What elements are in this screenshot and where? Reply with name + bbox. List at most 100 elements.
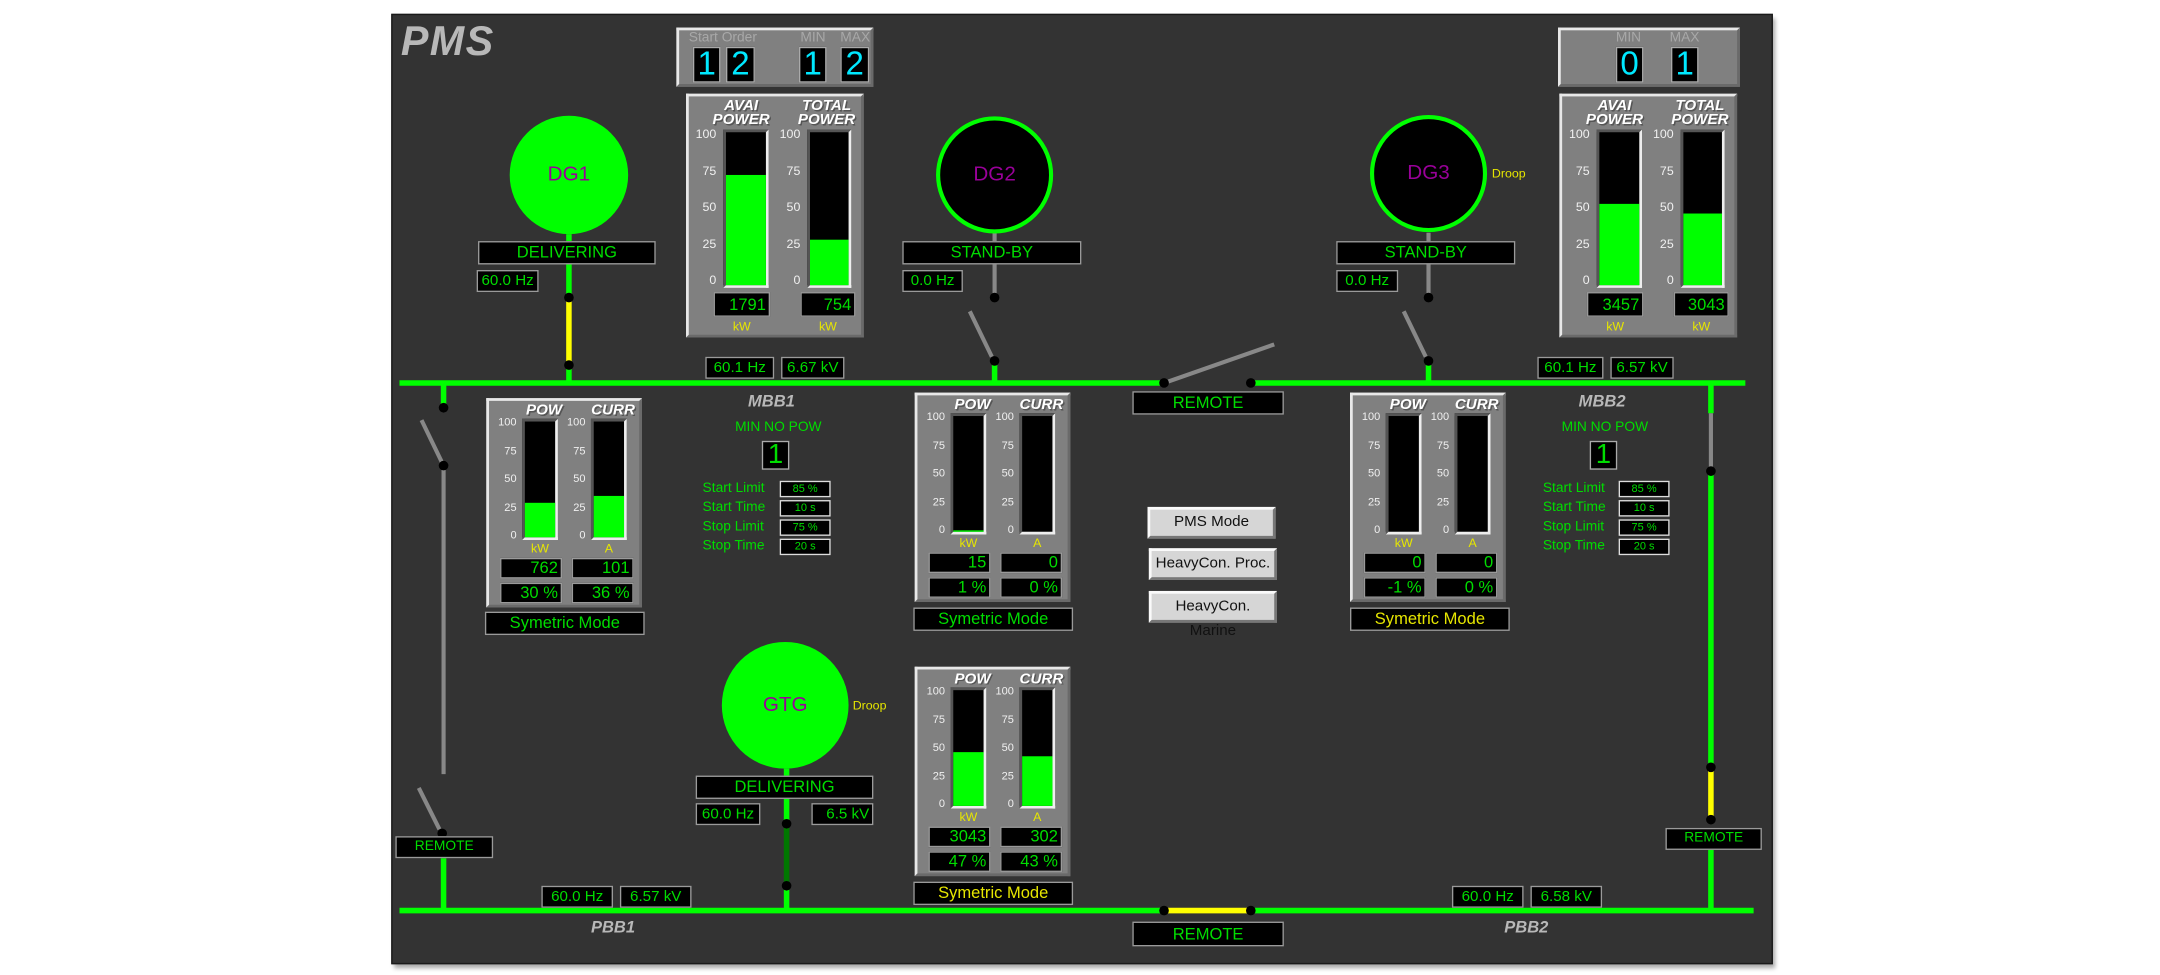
min-no-pow-value[interactable]: 1 bbox=[761, 441, 790, 470]
node-dot bbox=[438, 460, 449, 471]
scale-tick: 0 bbox=[938, 523, 945, 536]
start-order-2[interactable]: 2 bbox=[725, 46, 755, 83]
dg2-current-value: 0 bbox=[1000, 552, 1063, 574]
dg1-power-value: 762 bbox=[500, 557, 563, 579]
kw-unit: kW bbox=[1394, 535, 1413, 550]
pbb-tie-remote[interactable]: REMOTE bbox=[1132, 921, 1284, 947]
left-tie-upper-breaker-open[interactable] bbox=[419, 419, 445, 464]
dg3-power-pct: -1 % bbox=[1363, 577, 1426, 598]
scale-tick: 0 bbox=[1443, 523, 1450, 536]
gtg-power-bar bbox=[950, 687, 987, 809]
start-order-label: Start Order bbox=[688, 30, 757, 46]
amp-unit: A bbox=[1468, 535, 1477, 550]
mbb-tie-remote[interactable]: REMOTE bbox=[1132, 391, 1284, 415]
avai-power-bar-fill bbox=[725, 175, 766, 286]
dg3-symmetric-mode[interactable]: Symetric Mode bbox=[1349, 607, 1510, 631]
scale-tick: 25 bbox=[1368, 495, 1381, 508]
dg3-power-bar bbox=[1385, 413, 1422, 535]
dg3-label: DG3 bbox=[1407, 161, 1450, 185]
avai-power-value: 3457 bbox=[1586, 292, 1644, 317]
scale-tick: 75 bbox=[1575, 163, 1590, 178]
scale-tick: 0 bbox=[579, 528, 586, 542]
scale-tick: 0 bbox=[1666, 272, 1674, 287]
mbb-tie-breaker-open[interactable] bbox=[1167, 342, 1275, 384]
scale-tick: 75 bbox=[932, 438, 945, 452]
limit-label: Start Time bbox=[702, 500, 766, 516]
node-dot bbox=[1706, 466, 1716, 476]
left-tie-lower-breaker-open[interactable] bbox=[416, 787, 442, 831]
pow-header: POW bbox=[526, 402, 563, 419]
curr-header: CURR bbox=[1454, 396, 1499, 414]
dg2-generator-symbol[interactable] bbox=[936, 116, 1054, 234]
gtg-symmetric-mode[interactable]: Symetric Mode bbox=[913, 881, 1074, 906]
limit-value[interactable]: 20 s bbox=[779, 538, 831, 556]
scale-tick: 25 bbox=[932, 769, 945, 782]
dg1-generator-symbol[interactable] bbox=[509, 115, 629, 235]
dg2-symmetric-mode[interactable]: Symetric Mode bbox=[913, 607, 1074, 631]
scale-tick: 25 bbox=[702, 236, 717, 251]
scale-tick: 100 bbox=[498, 416, 517, 429]
dg2-breaker-open[interactable] bbox=[967, 310, 994, 358]
heavycon-proc-button[interactable]: HeavyCon. Proc. bbox=[1148, 548, 1277, 580]
dg3-breaker-open[interactable] bbox=[1401, 310, 1428, 358]
curr-header: CURR bbox=[1019, 396, 1064, 414]
scale-tick: 50 bbox=[932, 741, 945, 754]
gtg-label: GTG bbox=[762, 692, 808, 717]
left-tie-remote[interactable]: REMOTE bbox=[395, 836, 494, 859]
scale-tick: 50 bbox=[1368, 466, 1381, 480]
kw-unit: kW bbox=[959, 535, 978, 550]
node-dot bbox=[1423, 292, 1434, 303]
scale-tick: 75 bbox=[1001, 438, 1014, 452]
mbb2-min-gen-count[interactable]: 0 bbox=[1615, 46, 1644, 83]
dg3-current-value: 0 bbox=[1435, 552, 1498, 574]
dg1-current-pct: 36 % bbox=[571, 582, 634, 604]
scale-tick: 0 bbox=[1582, 272, 1590, 287]
scale-tick: 100 bbox=[567, 416, 586, 429]
limit-value[interactable]: 20 s bbox=[1618, 538, 1670, 556]
scale-tick: 75 bbox=[1001, 712, 1014, 726]
start-order-1[interactable]: 1 bbox=[692, 46, 721, 83]
dg2-current-pct: 0 % bbox=[1000, 577, 1063, 598]
dg3-current-bar bbox=[1454, 413, 1491, 535]
dg1-symmetric-mode[interactable]: Symetric Mode bbox=[484, 611, 645, 636]
limit-value[interactable]: 10 s bbox=[779, 500, 831, 517]
scale-tick: 50 bbox=[1436, 466, 1450, 480]
kw-unit: kW bbox=[818, 319, 837, 334]
heavycon-marine-button[interactable]: HeavyCon. Marine bbox=[1148, 590, 1277, 639]
scale-tick: 100 bbox=[1568, 126, 1590, 141]
scale-tick: 75 bbox=[932, 712, 945, 726]
node-dot bbox=[989, 356, 1000, 366]
scale-tick: 75 bbox=[702, 163, 717, 178]
limit-value[interactable]: 85 % bbox=[779, 480, 831, 498]
min-no-pow-value[interactable]: 1 bbox=[1589, 441, 1618, 470]
max-gen-count[interactable]: 2 bbox=[840, 46, 870, 83]
node-dot bbox=[1159, 905, 1169, 916]
gtg-generator-symbol[interactable] bbox=[721, 641, 849, 769]
limit-value[interactable]: 75 % bbox=[1618, 519, 1670, 536]
limit-value[interactable]: 75 % bbox=[779, 519, 831, 536]
max-label: MAX bbox=[1669, 30, 1700, 46]
scale-tick: 25 bbox=[1436, 495, 1450, 508]
gtg-status: DELIVERING bbox=[695, 775, 874, 799]
min-gen-count[interactable]: 1 bbox=[798, 46, 827, 83]
mbb2-max-gen-count[interactable]: 1 bbox=[1670, 46, 1699, 83]
amp-unit: A bbox=[1033, 809, 1042, 824]
kw-unit: kW bbox=[1692, 319, 1711, 334]
scale-tick: 25 bbox=[504, 500, 517, 514]
limit-value[interactable]: 10 s bbox=[1618, 500, 1670, 517]
pms-mode-button[interactable]: PMS Mode bbox=[1147, 506, 1276, 539]
min-no-pow-label: MIN NO POW bbox=[1561, 420, 1649, 436]
avai-power-header-line1: AVAI bbox=[724, 97, 759, 115]
dg3-generator-symbol[interactable] bbox=[1369, 115, 1488, 233]
node-dot bbox=[1245, 905, 1256, 916]
right-tie-remote[interactable]: REMOTE bbox=[1665, 827, 1762, 850]
limit-label: Stop Time bbox=[1542, 538, 1605, 554]
node-dot bbox=[1423, 356, 1434, 366]
curr-header: CURR bbox=[1019, 670, 1064, 688]
total-power-bar bbox=[1680, 129, 1725, 288]
gtg-current-pct: 43 % bbox=[1000, 851, 1063, 872]
limit-value[interactable]: 85 % bbox=[1618, 480, 1670, 498]
